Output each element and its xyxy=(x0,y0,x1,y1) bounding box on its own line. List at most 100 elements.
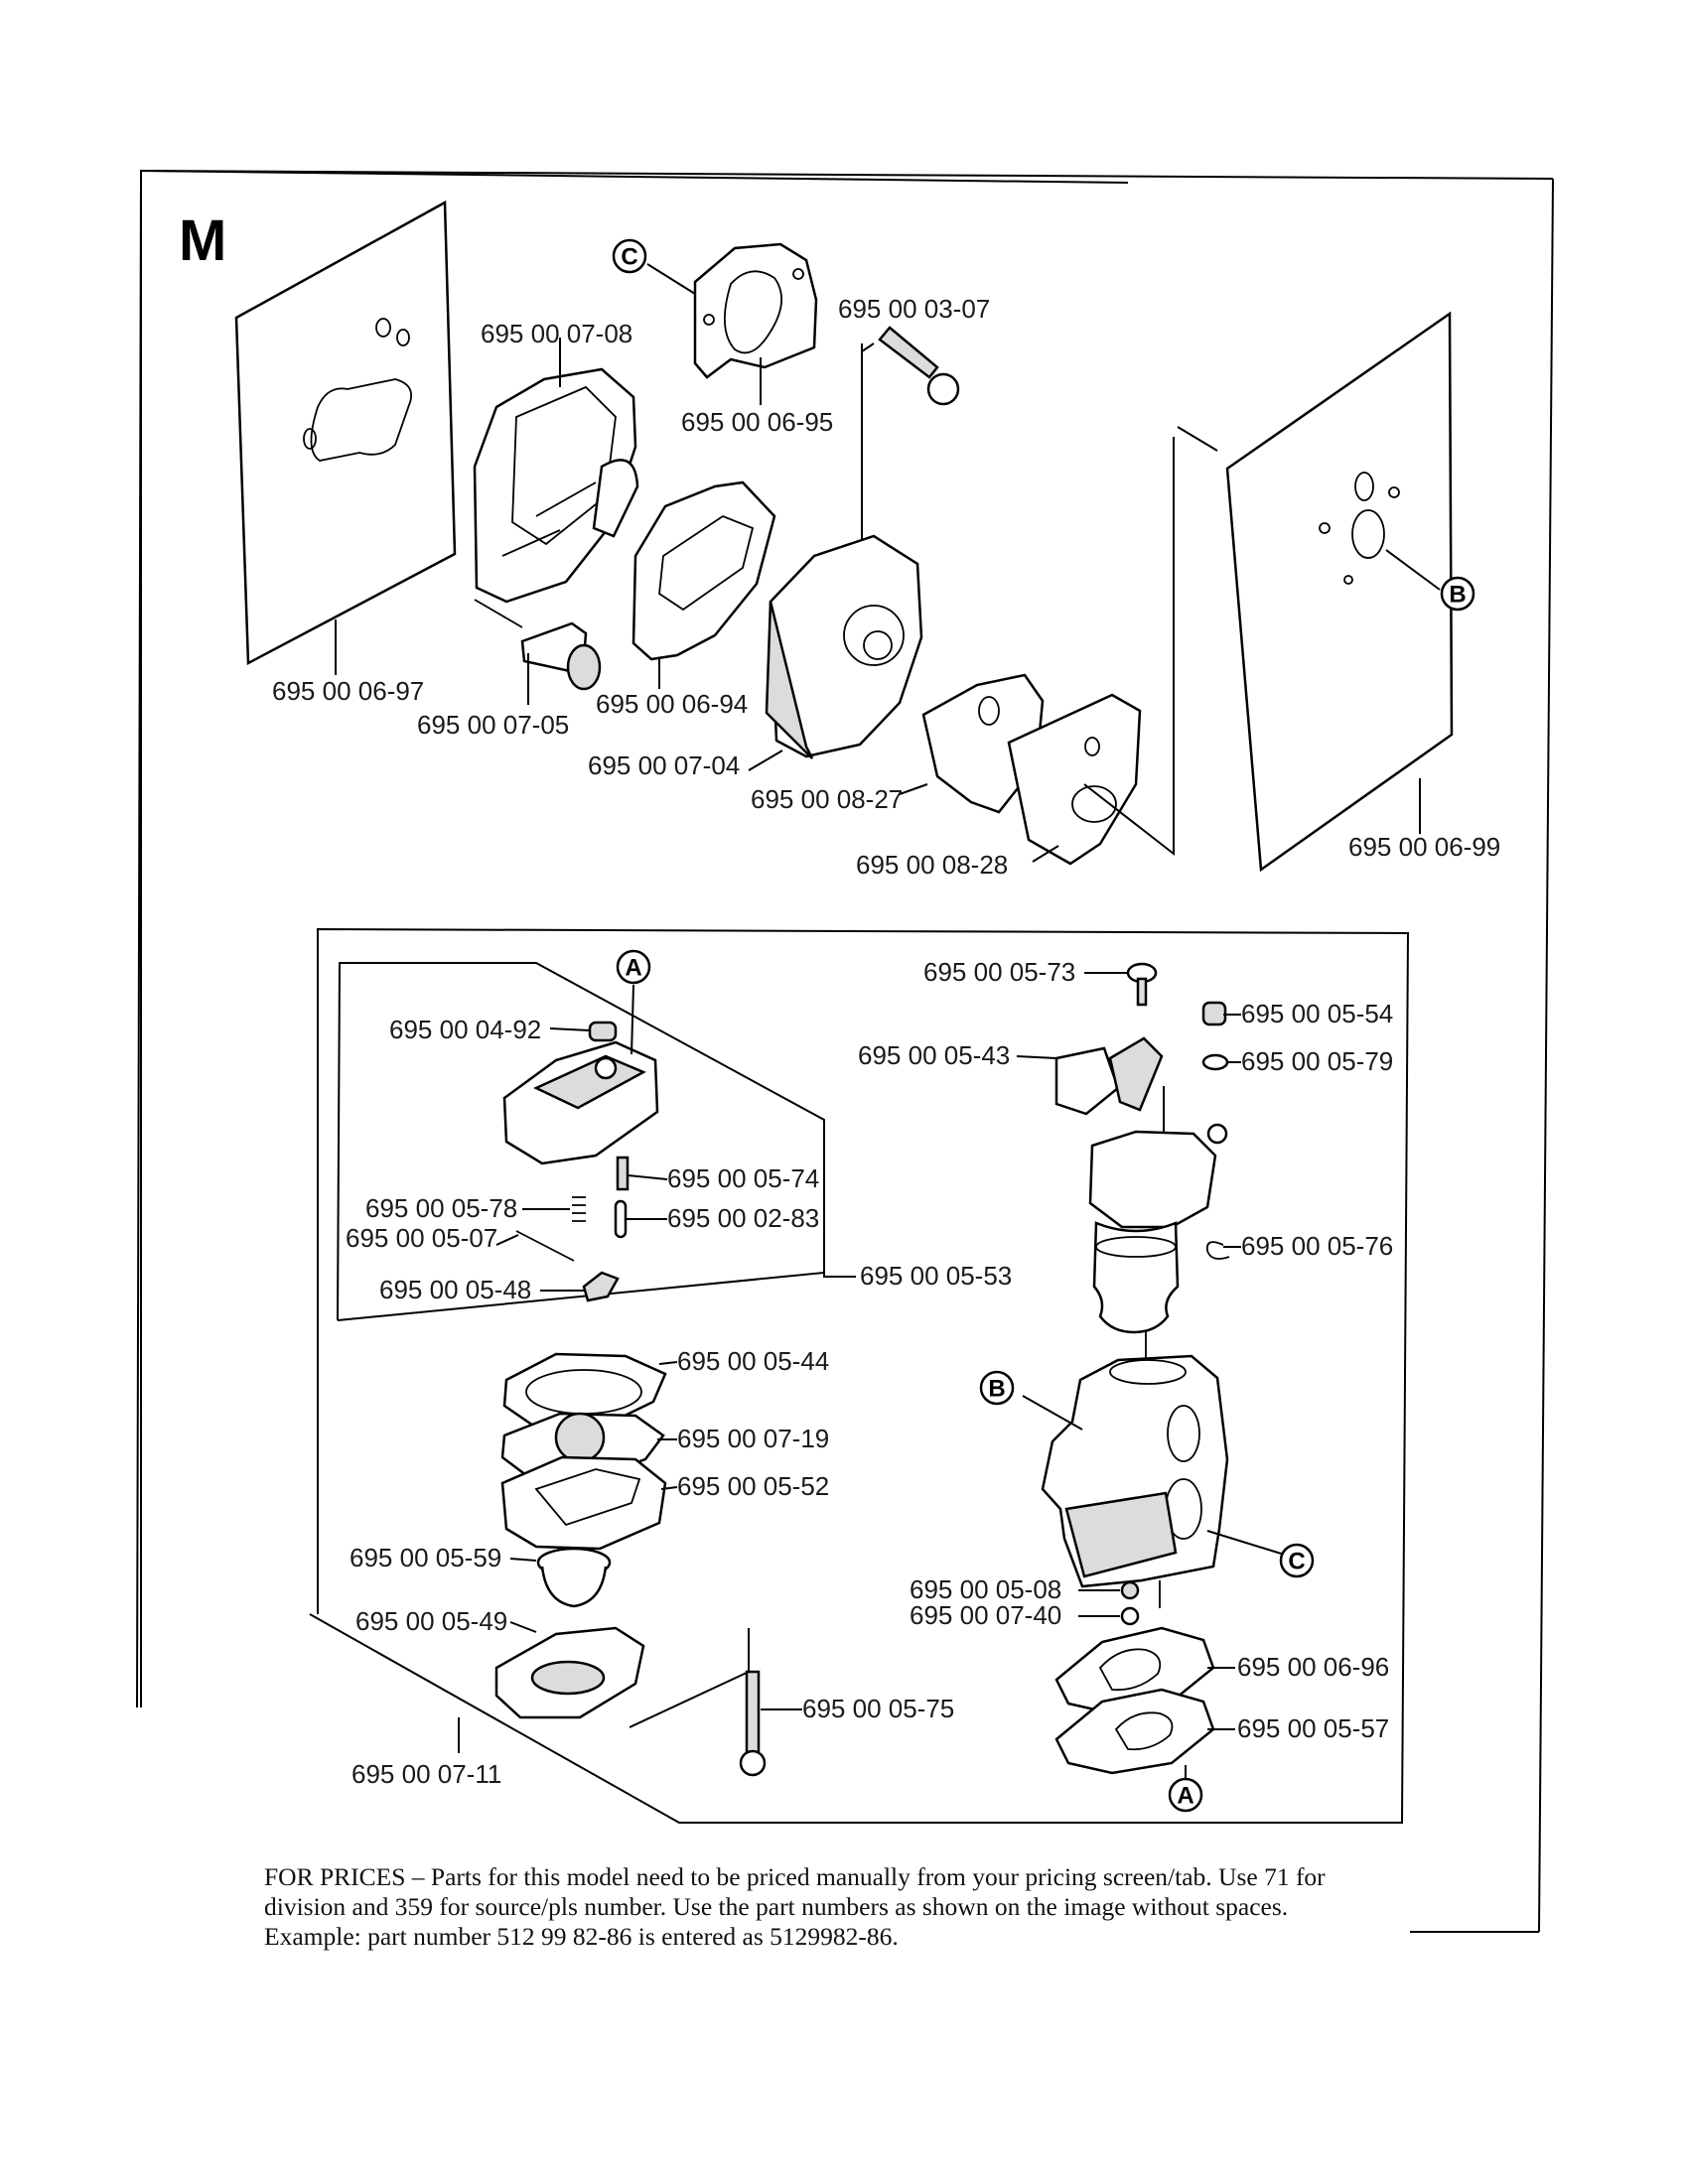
lever-0543-part xyxy=(1054,1046,1120,1116)
pricing-footnote: FOR PRICES – Parts for this model need t… xyxy=(264,1862,1436,1952)
label-0699: 695 00 06-99 xyxy=(1348,832,1500,862)
leader-0543 xyxy=(1016,1055,1057,1059)
ref-b-carb-label: B xyxy=(988,1376,1005,1403)
label-0578: 695 00 05-78 xyxy=(365,1193,517,1223)
label-0708: 695 00 07-08 xyxy=(481,319,632,348)
bracket-0307 xyxy=(861,342,875,556)
label-0704: 695 00 07-04 xyxy=(588,751,740,780)
gasket-right-hole-3 xyxy=(1319,522,1331,534)
dash-0705 xyxy=(474,599,523,628)
leader-0549 xyxy=(509,1621,537,1633)
gasket-0719-disc xyxy=(554,1412,606,1463)
gasket-left-hole-2 xyxy=(375,318,391,338)
inner-frame xyxy=(309,927,1410,1824)
pin-0507-part xyxy=(515,1230,575,1262)
frame-left xyxy=(136,170,142,1708)
label-0827: 695 00 08-27 xyxy=(751,784,903,814)
gasket-right-part xyxy=(1225,311,1454,873)
block-0704-side xyxy=(765,601,814,759)
gasket-0557-detail xyxy=(1114,1711,1174,1751)
block-0704-port xyxy=(843,605,905,666)
screw-0307-head xyxy=(926,372,960,406)
screw-0554-part xyxy=(1201,1001,1227,1026)
label-0828: 695 00 08-28 xyxy=(856,850,1008,880)
screw-0575-part xyxy=(745,1670,761,1757)
screen-0740-part xyxy=(1120,1606,1140,1626)
gasket-0695-hole-1 xyxy=(703,314,715,326)
cover-0552-part xyxy=(500,1455,667,1551)
label-0552: 695 00 05-52 xyxy=(677,1471,829,1501)
label-0283: 695 00 02-83 xyxy=(667,1203,819,1233)
label-0554: 695 00 05-54 xyxy=(1241,999,1393,1028)
label-0553: 695 00 05-53 xyxy=(860,1261,1012,1291)
throttle-body-barrel xyxy=(1092,1221,1180,1334)
label-0719: 695 00 07-19 xyxy=(677,1424,829,1453)
label-0508: 695 00 05-08 xyxy=(910,1574,1061,1604)
plug-0508-part xyxy=(1120,1580,1140,1600)
label-0696: 695 00 06-96 xyxy=(1237,1652,1389,1682)
frame-top xyxy=(140,170,1554,180)
gasket-right-hole-2 xyxy=(1388,486,1400,498)
label-0492: 695 00 04-92 xyxy=(389,1015,541,1044)
gasket-0695-part xyxy=(693,242,818,379)
leader-b-carb xyxy=(1022,1395,1083,1431)
leader-0553 xyxy=(823,1267,856,1278)
leader-0544 xyxy=(658,1361,678,1365)
ref-b-top xyxy=(1440,576,1475,612)
footnote-line-3: Example: part number 512 99 82-86 is ent… xyxy=(264,1922,899,1951)
ref-c-carb xyxy=(1279,1543,1315,1578)
ref-a-bottom-label: A xyxy=(1177,1783,1193,1810)
gasket-left-ports xyxy=(310,378,413,462)
throttle-shaft xyxy=(1206,1123,1228,1145)
label-0559: 695 00 05-59 xyxy=(350,1543,501,1572)
cover-0708-flange xyxy=(592,459,639,538)
pump-subframe xyxy=(337,962,825,1321)
outer-frame xyxy=(140,169,1129,1707)
bracket-0828 xyxy=(1083,437,1175,857)
gasket-right-hole-4 xyxy=(1343,575,1353,585)
bracket-0575 xyxy=(629,1628,750,1728)
leader-b-top xyxy=(1385,549,1441,591)
bracket-right xyxy=(1177,426,1218,452)
label-0574: 695 00 05-74 xyxy=(667,1163,819,1193)
ref-a-pump-label: A xyxy=(625,955,641,982)
leader-c-top xyxy=(646,263,696,295)
gasket-0694-part xyxy=(632,480,776,661)
screw-0574-part xyxy=(616,1156,630,1191)
frame-right xyxy=(1538,178,1554,1933)
lever-0548-part xyxy=(582,1271,620,1302)
throttle-barrel-ring xyxy=(1095,1236,1177,1258)
label-0573: 695 00 05-73 xyxy=(923,957,1075,987)
screw-0307-part xyxy=(878,326,939,379)
label-0695: 695 00 06-95 xyxy=(681,407,833,437)
gasket-right-hole-1 xyxy=(1354,472,1374,501)
gasket-0827-hole xyxy=(978,696,1000,726)
label-0694: 695 00 06-94 xyxy=(596,689,748,719)
pin-0705-head xyxy=(566,643,602,691)
diaphragm-0544-part xyxy=(502,1352,667,1432)
cover-0708-part xyxy=(473,367,637,604)
gasket-left-hole-1 xyxy=(303,428,317,450)
leader-0828 xyxy=(1032,845,1059,863)
leader-0559 xyxy=(509,1558,537,1562)
ref-a-pump xyxy=(616,949,651,985)
leader-0827 xyxy=(899,783,928,795)
insulator-0828-port xyxy=(1071,785,1117,823)
label-0549: 695 00 05-49 xyxy=(355,1606,507,1636)
block-0704-hole xyxy=(863,630,893,660)
needle-0283-part xyxy=(614,1199,628,1239)
throttle-body-top xyxy=(1088,1130,1217,1229)
cup-0559-part xyxy=(540,1566,608,1608)
clip-0576-part xyxy=(1205,1241,1230,1260)
ref-c-carb-label: C xyxy=(1288,1549,1305,1575)
gasket-left-hole-3 xyxy=(396,329,410,346)
gasket-0694-window xyxy=(658,514,755,612)
label-0543: 695 00 05-43 xyxy=(858,1040,1010,1070)
leader-0492 xyxy=(549,1027,591,1031)
gasket-0696-detail xyxy=(1098,1648,1162,1692)
ref-c-top-label: C xyxy=(621,244,637,271)
label-0548: 695 00 05-48 xyxy=(379,1275,531,1304)
pump-valve xyxy=(594,1056,618,1080)
gasket-0695-hole-2 xyxy=(792,268,804,280)
